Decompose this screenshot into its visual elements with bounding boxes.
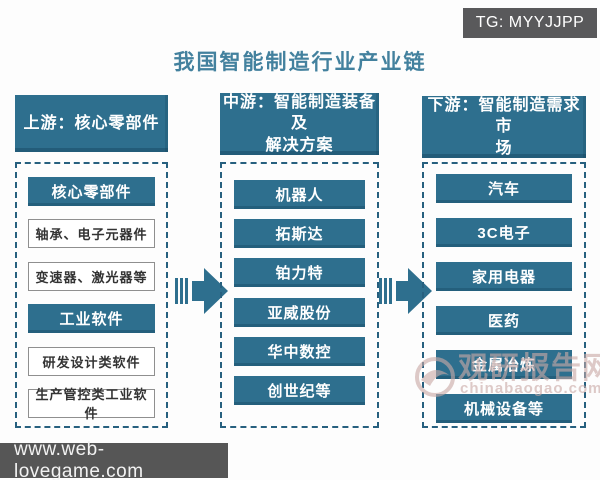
- arrow-bar: [175, 277, 178, 304]
- chain-item: 亚威股份: [233, 297, 366, 327]
- chain-item: 拓斯达: [233, 219, 366, 249]
- upstream-column: 上游：核心零部件 核心零部件 轴承、电子元器件 变速器、激光器等 工业软件 研发…: [15, 95, 168, 428]
- midstream-items-box: 机器人 拓斯达 铂力特 亚威股份 华中数控 创世纪等: [220, 162, 379, 428]
- chain-item: 变速器、激光器等: [28, 261, 155, 291]
- chain-item: 核心零部件: [28, 177, 155, 206]
- chain-item: 生产管控类工业软件: [28, 387, 155, 421]
- footer-url-bar: www.web-lovegame.com: [0, 439, 228, 480]
- chain-item: 金属冶炼: [436, 350, 572, 379]
- chain-item: 汽车: [436, 174, 572, 203]
- chain-item: 工业软件: [28, 304, 155, 334]
- tg-contact-badge: TG: MYYJJPP: [463, 8, 597, 38]
- arrow-shaft: [396, 280, 408, 301]
- arrow-bar: [379, 277, 382, 304]
- arrow-bar: [384, 277, 387, 304]
- flow-arrow-icon: [379, 267, 432, 314]
- midstream-header: 中游：智能制造装备及 解决方案: [220, 93, 379, 155]
- chain-item: 机器人: [233, 180, 366, 209]
- downstream-header: 下游：智能制造需求市 场: [422, 96, 586, 158]
- page-title: 我国智能制造行业产业链: [173, 49, 427, 74]
- arrow-bar: [389, 277, 392, 304]
- chain-item: 研发设计类软件: [28, 346, 155, 376]
- downstream-column: 下游：智能制造需求市 场 汽车 3C电子 家用电器 医药 金属冶炼 机械设备等: [422, 96, 586, 428]
- chain-item: 轴承、电子元器件: [28, 219, 155, 249]
- chain-item: 华中数控: [233, 336, 366, 366]
- chain-item: 家用电器: [436, 262, 572, 291]
- chain-item: 机械设备等: [436, 394, 572, 423]
- arrow-bar: [180, 277, 183, 304]
- arrow-head: [204, 267, 228, 314]
- chain-item: 3C电子: [436, 218, 572, 247]
- arrow-bar: [185, 277, 188, 304]
- arrow-shaft: [192, 280, 204, 301]
- arrow-head: [408, 267, 432, 314]
- upstream-items-box: 核心零部件 轴承、电子元器件 变速器、激光器等 工业软件 研发设计类软件 生产管…: [15, 162, 168, 428]
- chain-item: 医药: [436, 306, 572, 335]
- chain-item: 铂力特: [233, 258, 366, 288]
- flow-arrow-icon: [175, 267, 228, 314]
- upstream-header: 上游：核心零部件: [15, 95, 168, 152]
- chain-item: 创世纪等: [233, 375, 366, 405]
- midstream-column: 中游：智能制造装备及 解决方案 机器人 拓斯达 铂力特 亚威股份 华中数控 创世…: [220, 93, 379, 428]
- downstream-items-box: 汽车 3C电子 家用电器 医药 金属冶炼 机械设备等: [422, 162, 586, 428]
